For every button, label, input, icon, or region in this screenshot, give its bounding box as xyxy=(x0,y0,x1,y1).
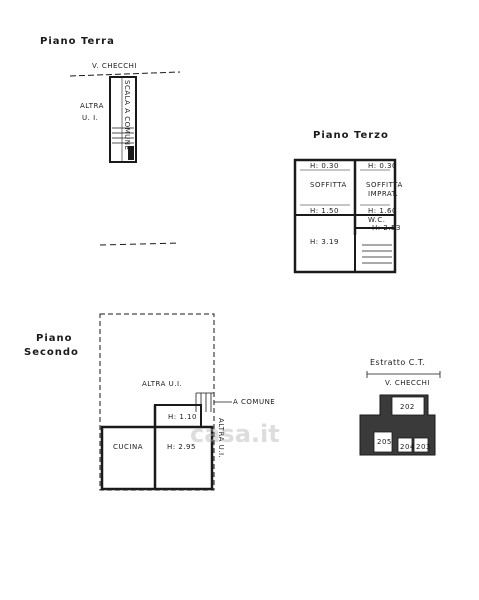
scala-comune-label: SCALA A COMUNE xyxy=(123,80,131,151)
piano-secondo-title-1: Piano xyxy=(36,333,73,344)
cucina-label: CUCINA xyxy=(113,443,143,451)
a-comune-label: A COMUNE xyxy=(233,398,276,406)
piano-terzo-plan xyxy=(293,158,397,274)
estratto-title: Estratto C.T. xyxy=(370,358,426,367)
room-height-1: H: 0.30 xyxy=(310,162,339,170)
small-room-height: H: 1.10 xyxy=(168,413,197,421)
room-height-3: H: 3.19 xyxy=(310,238,339,246)
room-height-1b: H: 1.50 xyxy=(310,207,339,215)
estratto-ct-map xyxy=(359,371,441,456)
wc-label: W.C. xyxy=(368,216,386,224)
piano-secondo-title-2: Secondo xyxy=(24,347,79,358)
casa-it-watermark: casa.it xyxy=(190,420,280,448)
parcel-203: 203 xyxy=(416,443,431,451)
room-height-2b: H: 1.60 xyxy=(368,207,397,215)
room-name-2b: IMPRAT. xyxy=(368,190,399,198)
piano-terra-plan xyxy=(69,71,181,246)
piano-terzo-title: Piano Terzo xyxy=(313,130,389,141)
estratto-street: V. CHECCHI xyxy=(385,379,431,387)
altra-ui-label-2: U. I. xyxy=(82,114,99,122)
parcel-202: 202 xyxy=(400,403,415,411)
main-room-height: H: 2.95 xyxy=(167,443,196,451)
altra-ui-label: ALTRA xyxy=(80,102,104,110)
parcel-205: 205 xyxy=(377,438,392,446)
wc-height: H: 2.53 xyxy=(372,224,401,232)
piano-terra-street: V. CHECCHI xyxy=(92,62,138,70)
room-name-1: SOFFITTA xyxy=(310,181,347,189)
room-height-2: H: 0.30 xyxy=(368,162,397,170)
room-name-2: SOFFITTA xyxy=(366,181,403,189)
altra-ui-top-label: ALTRA U.I. xyxy=(142,380,183,388)
parcel-204: 204 xyxy=(400,443,415,451)
piano-secondo-plan xyxy=(99,313,232,491)
piano-terra-title: Piano Terra xyxy=(40,36,115,47)
